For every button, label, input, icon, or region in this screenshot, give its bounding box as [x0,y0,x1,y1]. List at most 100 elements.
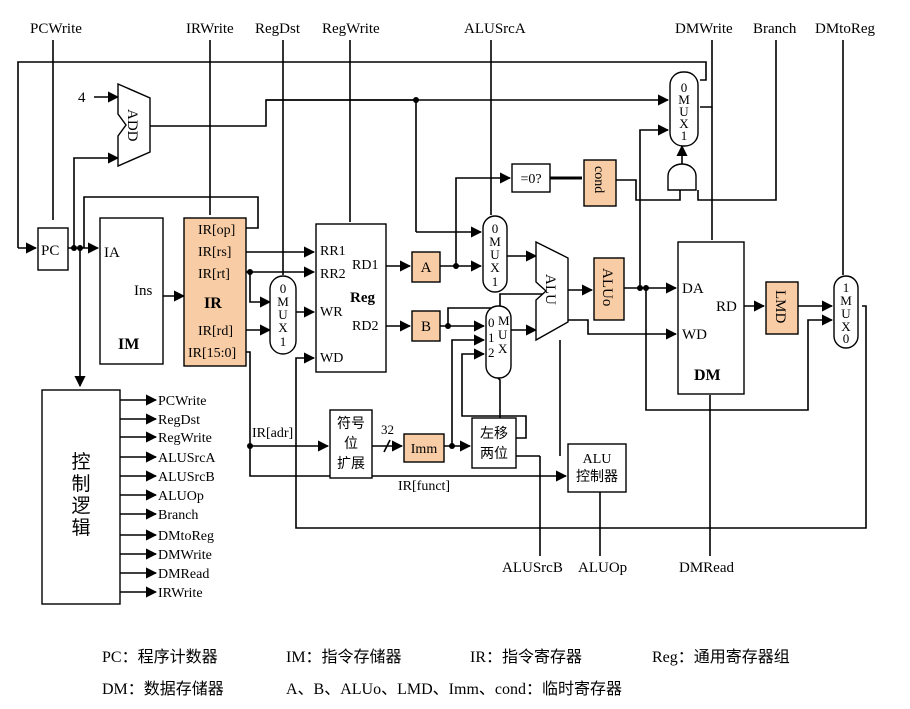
register-a-label: A [421,260,432,276]
ctrl-out-branch: Branch [158,508,198,523]
instruction-register: IR[op] IR[rs] IR[rt] IR IR[rd] IR[15:0] [183,217,247,367]
imm-register: Imm [403,433,445,463]
signal-alusrcb-label: ALUSrcB [502,560,563,576]
register-file: RR1 RR2 WR WD RD1 RD2 Reg [315,223,387,373]
aluo-register: ALUo [593,257,625,321]
alusrca-mux-u: U [490,247,500,262]
reg-wr-label: WR [320,305,343,320]
legend-dm: DM：数据存储器 [102,680,224,698]
ir-funct-label: IR[funct] [398,479,450,494]
ctrl-out-alusrca: ALUSrcA [158,451,216,466]
aluo-label: ALUo [599,268,615,306]
alusrca-mux: 0 M U X 1 [482,215,508,293]
alusrca-mux-x: X [490,260,500,275]
ir-rt-label: IR[rt] [198,267,230,282]
ir-adr-label: IR[adr] [252,426,293,441]
pc-label: PC [41,243,59,259]
dm-wd-label: WD [682,327,707,343]
alusrcb-mux-x: X [498,341,508,356]
ctrl-out-aluop: ALUOp [158,489,204,504]
pc-source-mux: 0 M U X 1 [669,71,699,147]
ctrl-out-dmread: DMRead [158,567,209,582]
pc-source-mux-u: U [679,104,689,119]
alusrca-mux-m: M [489,234,501,249]
control-lines-top [52,40,844,275]
add-label: ADD [124,109,140,142]
ir-rs-label: IR[rs] [198,245,231,260]
sign-extend-line3: 扩展 [337,456,365,472]
dm-name: DM [694,367,721,384]
dmtoreg-mux: 1 M U X 0 [833,275,859,349]
alusrcb-mux-u: U [498,327,508,342]
pc-source-mux-m: M [678,92,690,107]
data-wires [17,61,867,556]
legend-temp-registers: A、B、ALUo、LMD、Imm、cond：临时寄存器 [286,680,622,698]
register-b-label: B [421,319,431,335]
ctrl-char-1: 控 [71,451,90,473]
alu-label: ALU [542,274,558,305]
width-32-label: 32 [381,422,394,437]
signal-regwrite-label: RegWrite [322,21,380,37]
signal-pcwrite-label: PCWrite [30,21,82,37]
signal-irwrite-label: IRWrite [186,21,234,37]
alusrcb-mux-in0: 0 [488,315,495,330]
legend-im: IM：指令存储器 [286,648,402,666]
sign-extend-line1: 符号 [337,416,365,432]
alusrcb-mux-in1: 1 [488,330,495,345]
legend: PC：程序计数器 IM：指令存储器 IR：指令寄存器 Reg：通用寄存器组 DM… [102,648,790,698]
control-logic: 控 制 逻 辑 [41,389,121,605]
ctrl-char-3: 逻 [71,495,90,517]
shift-line1: 左移 [480,426,508,442]
alusrca-mux-in1: 1 [492,274,499,289]
reg-name: Reg [350,290,375,306]
ctrl-out-alusrcb: ALUSrcB [158,470,215,485]
sign-extend: 符号 位 扩展 32 [329,409,394,479]
dmtoreg-mux-in0: 0 [843,331,850,346]
alu-ctrl-line2: 控制器 [576,469,618,485]
im-ins-label: Ins [134,283,152,299]
ir-name: IR [204,295,222,312]
regdst-mux: 0 M U X 1 [269,275,297,355]
regdst-mux-in1: 1 [280,334,287,349]
pc-source-mux-in0: 0 [681,80,688,95]
ctrl-char-4: 辑 [71,517,90,539]
sign-extend-line2: 位 [344,436,358,452]
signal-dmread-label: DMRead [679,560,734,576]
pc-register: PC [37,227,69,271]
zero-test: =0? [511,163,551,193]
im-name: IM [118,336,139,353]
im-ia-label: IA [104,245,120,261]
alusrca-mux-in0: 0 [492,221,499,236]
pc-source-mux-x: X [679,116,689,131]
dmtoreg-mux-in1: 1 [843,280,850,295]
dmtoreg-mux-m: M [840,293,852,308]
imm-label: Imm [411,442,438,457]
alusrcb-mux-m: M [498,313,510,328]
alu-controller: ALU 控制器 [567,443,627,493]
regdst-mux-in0: 0 [280,281,287,296]
pc-source-mux-in1: 1 [681,128,688,143]
reg-rd2-label: RD2 [352,319,378,334]
signal-dmtoreg-label: DMtoReg [815,21,876,37]
reg-rr1-label: RR1 [320,244,346,259]
ctrl-out-regwrite: RegWrite [158,431,212,446]
regdst-mux-m: M [277,294,289,309]
zero-test-label: =0? [520,172,541,187]
ctrl-out-dmwrite: DMWrite [158,548,212,563]
cond-register: cond [583,159,617,207]
ctrl-out-pcwrite: PCWrite [158,394,206,409]
reg-rd1-label: RD1 [352,258,378,273]
data-memory: DA WD RD DM [677,241,745,395]
lmd-label: LMD [772,290,788,324]
reg-rr2-label: RR2 [320,267,346,282]
alu: ALU [535,240,569,342]
alusrcb-mux: 0 M U X 1 2 [485,305,512,379]
ir-op-label: IR[op] [198,223,235,238]
and-gate [667,163,697,191]
signal-dmwrite-label: DMWrite [675,21,733,37]
alu-ctrl-line1: ALU [583,452,612,467]
instruction-memory: IA Ins IM [99,217,164,365]
signal-aluop-label: ALUOp [578,560,627,576]
register-a: A [411,251,441,283]
junction-dots [71,97,649,449]
